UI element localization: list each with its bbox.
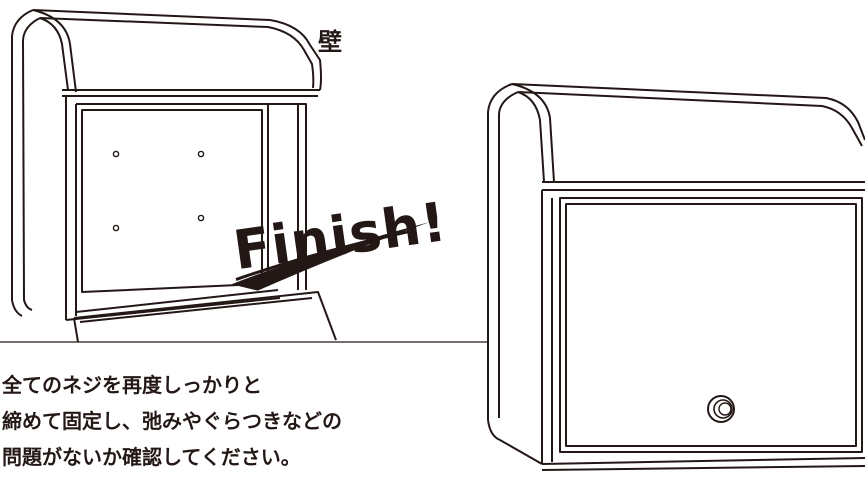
instruction-line: 締めて固定し、弛みやぐらつきなどの	[2, 409, 342, 433]
closed-mailbox-illustration	[487, 83, 865, 471]
brush-stroke-line	[235, 228, 417, 281]
screw-hole-icon	[112, 224, 120, 232]
instruction-line: 問題がないか確認してください。	[2, 445, 301, 469]
screw-hole-icon	[197, 214, 205, 222]
wall-label: 壁	[318, 28, 342, 56]
screw-hole-icon	[197, 150, 205, 158]
instruction-text: 全てのネジを再度しっかりと 締めて固定し、弛みやぐらつきなどの 問題がないか確認…	[2, 367, 472, 475]
instruction-line: 全てのネジを再度しっかりと	[2, 373, 262, 397]
screw-hole-icon	[112, 150, 120, 158]
finish-stamp: Finish!	[230, 190, 451, 291]
lock-icon	[707, 395, 735, 423]
open-mailbox-back-panel-illustration	[11, 9, 337, 343]
